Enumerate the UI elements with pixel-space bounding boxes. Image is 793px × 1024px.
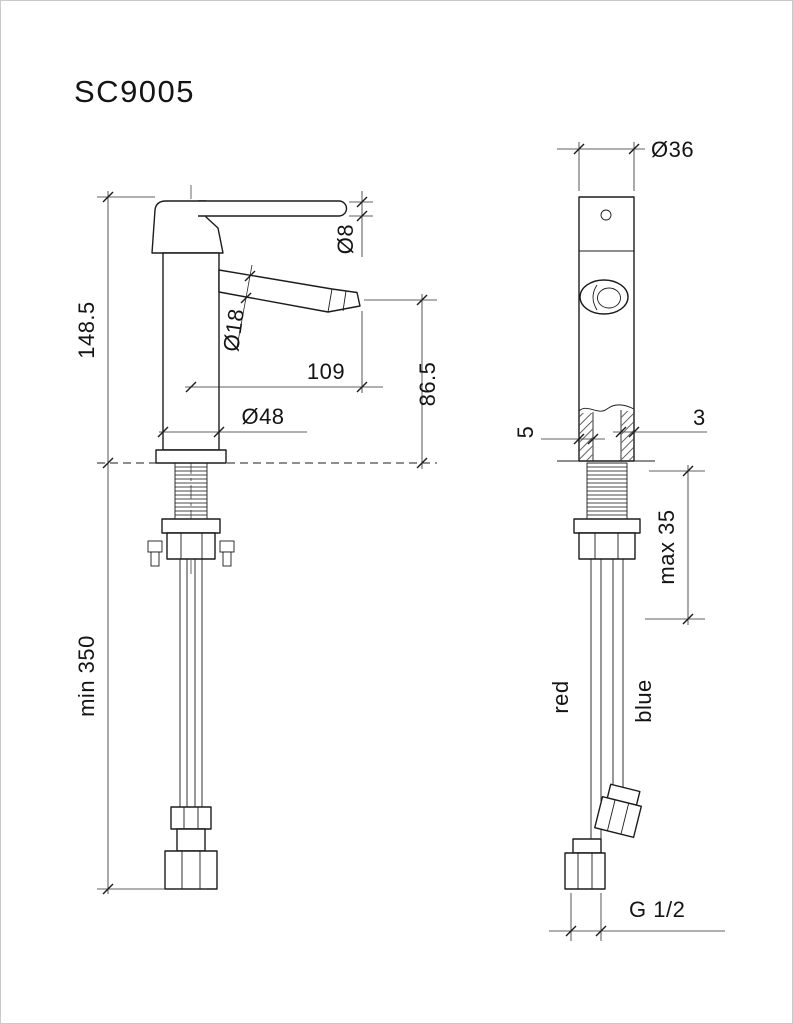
faucet-front-outline	[557, 196, 655, 462]
mounting-nut-front	[578, 532, 636, 560]
spout-bore	[597, 287, 621, 309]
faucet-side-outline	[151, 185, 361, 577]
faucet-body	[162, 252, 220, 451]
hose-end-nut	[164, 850, 218, 890]
dim-connection-thread: G 1/2	[549, 893, 725, 941]
wall-hatch-right	[621, 411, 634, 461]
dim-lever-diameter: Ø8	[333, 191, 373, 257]
washer-flange	[161, 518, 221, 534]
break-line	[578, 404, 635, 412]
aerator-line	[342, 290, 347, 312]
dim-wall-left-label: 5	[513, 426, 538, 439]
dim-min-hose-length-label: min 350	[74, 635, 99, 717]
dim-connection-thread-label: G 1/2	[629, 897, 685, 922]
dim-max-deck-thickness: max 35	[645, 465, 705, 625]
wall-hatch-left	[579, 413, 593, 461]
dim-body-diameter: Ø48	[157, 404, 307, 438]
threaded-shank	[174, 462, 208, 520]
hose-end-nut-blue	[594, 783, 643, 839]
dim-height-and-hose-length: 148.5 min 350	[74, 191, 207, 895]
mounting-nut	[166, 532, 216, 560]
dim-spout-height-label: 86.5	[415, 362, 440, 407]
mounting-front	[573, 462, 641, 560]
dim-top-diameter-label: Ø36	[651, 137, 694, 162]
hose-label-blue: blue	[631, 679, 656, 723]
dim-spout-height: 86.5	[364, 294, 440, 469]
washer-flange-front	[573, 518, 641, 534]
handle-lever	[198, 200, 348, 217]
hoses-front: red blue	[548, 559, 656, 890]
model-number-label: SC9005	[74, 74, 195, 109]
dim-body-diameter-label: Ø48	[241, 404, 284, 429]
hose-ferrule	[176, 828, 206, 852]
dim-spout-reach: 109	[185, 311, 383, 393]
dim-wall-right: 3	[613, 405, 707, 438]
hose-ferrule-red	[572, 838, 602, 854]
fixing-tab-left	[147, 540, 163, 553]
threaded-shank-front	[586, 462, 628, 520]
fixing-screw-right	[222, 551, 232, 567]
dim-lever-diameter-label: Ø8	[333, 224, 358, 254]
side-view: 148.5 min 350 Ø8 Ø18 109	[74, 185, 440, 895]
dim-wall-left: 5	[513, 426, 605, 445]
front-view: red blue Ø36 5 3	[513, 137, 725, 941]
hose-union	[170, 806, 212, 830]
dim-wall-right-label: 3	[693, 405, 706, 430]
hoses-side	[164, 559, 218, 890]
spout-shading-arc	[592, 284, 598, 311]
handle-pin-hole	[600, 209, 612, 221]
spout	[218, 269, 361, 313]
dim-max-deck-thickness-label: max 35	[654, 509, 679, 584]
dim-height-label: 148.5	[74, 301, 99, 359]
fixing-screw-left	[150, 551, 160, 567]
dim-spout-reach-label: 109	[307, 359, 345, 384]
dim-spout-diameter: Ø18	[218, 264, 256, 353]
dim-top-diameter: Ø36	[557, 137, 694, 191]
hose-label-red: red	[548, 680, 573, 713]
spout-joint-line	[327, 288, 333, 313]
mounting-side	[147, 462, 235, 567]
fixing-tab-right	[219, 540, 235, 553]
hose-end-nut-red	[564, 852, 606, 890]
base-ring	[155, 449, 227, 464]
dim-spout-diameter-label: Ø18	[218, 307, 249, 353]
